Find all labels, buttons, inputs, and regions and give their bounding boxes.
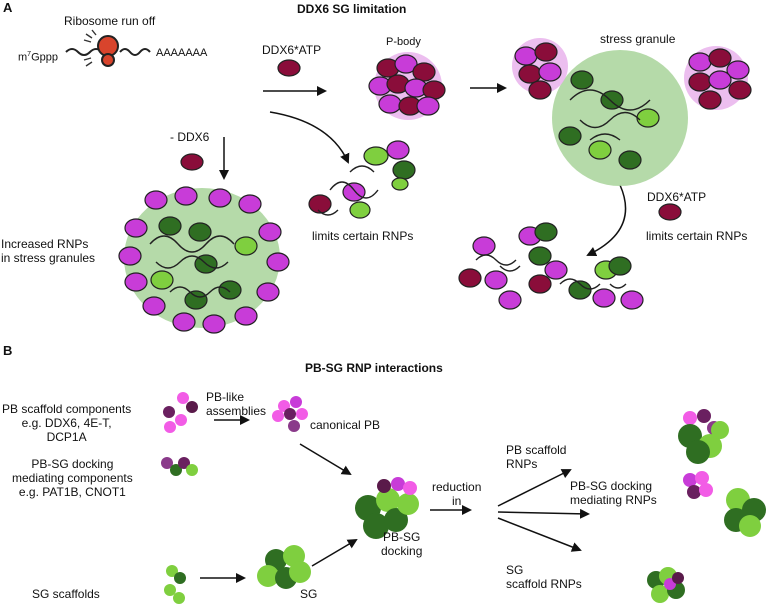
stress-granule-large xyxy=(118,186,290,334)
panel-a-title: DDX6 SG limitation xyxy=(297,2,407,16)
arrow-curved-1 xyxy=(269,111,350,164)
limits-rnps-label-middle: limits certain RNPs xyxy=(312,229,414,243)
p-body-label: P-body xyxy=(386,36,421,48)
panel-a-letter: A xyxy=(3,0,13,15)
rnp-cluster-bottom-right xyxy=(458,222,644,310)
minus-ddx6-label: - DDX6 xyxy=(170,130,210,144)
ddx6-atp-label-top: DDX6*ATP xyxy=(262,43,322,57)
arrow-curved-2 xyxy=(586,184,627,257)
stress-granule-top xyxy=(512,38,752,186)
cap-label: m7Gppp xyxy=(18,51,58,64)
sg-label: SG xyxy=(300,587,318,601)
stress-granule-label: stress granule xyxy=(600,32,676,46)
rnp-cluster-middle xyxy=(308,140,416,219)
ddx6-protein xyxy=(277,59,301,77)
sg-scaffolds-label: SG scaffolds xyxy=(32,587,100,601)
panel-b-title: PB-SG RNP interactions xyxy=(305,361,443,375)
poly-a-label: AAAAAAA xyxy=(156,47,208,59)
panel-b-letter: B xyxy=(3,343,13,358)
mrna-ribosome xyxy=(65,29,151,67)
p-body-cluster xyxy=(368,52,446,120)
limits-rnps-label-right: limits certain RNPs xyxy=(646,229,748,243)
ribosome-small-subunit xyxy=(101,53,115,67)
canonical-pb-label: canonical PB xyxy=(310,418,381,432)
ribosome-run-off-label: Ribosome run off xyxy=(64,14,156,28)
ddx6-atp-label-right: DDX6*ATP xyxy=(647,190,707,204)
